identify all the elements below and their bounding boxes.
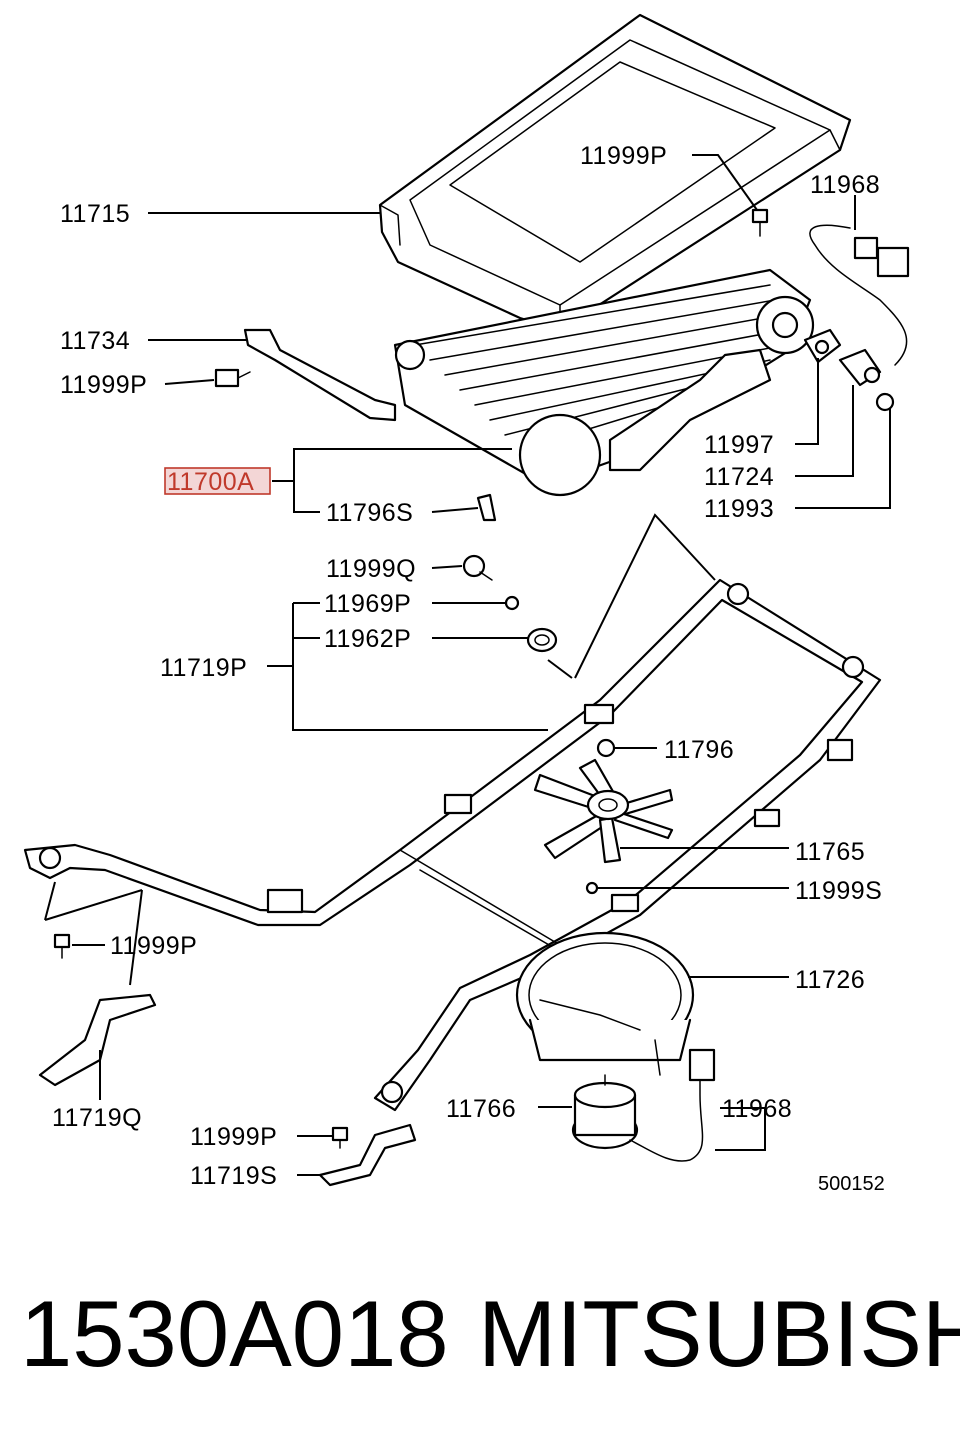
callout-11715: 11715 — [60, 200, 130, 228]
bolt-11999P-top — [751, 208, 769, 237]
callout-labels: 11999P 11968 11715 11734 11999P 11997 11… — [52, 142, 885, 1195]
shroud-11726 — [515, 931, 695, 1076]
callout-11719S: 11719S — [190, 1162, 277, 1190]
footer: 1530A018 MITSUBISHI — [20, 1281, 960, 1386]
callout-11734: 11734 — [60, 327, 130, 355]
callout-11999Q: 11999Q — [326, 555, 416, 583]
nut-11796 — [596, 738, 616, 758]
callout-11997: 11997 — [704, 431, 774, 459]
nut-11999Q — [462, 554, 493, 581]
screw-11999S — [585, 881, 599, 895]
callout-11969P: 11969P — [324, 590, 411, 618]
callout-11999P-bottom: 11999P — [190, 1123, 277, 1151]
callout-11999S: 11999S — [795, 877, 882, 905]
bolt-11999P-mid — [53, 933, 71, 959]
clip-11796S — [476, 493, 497, 522]
sensor-11724 — [838, 348, 882, 387]
diagram-number: 500152 — [818, 1173, 885, 1195]
leader-lines — [44, 154, 891, 1176]
highlight-box-11700A — [164, 467, 271, 495]
callout-11765: 11765 — [795, 838, 865, 866]
callout-11796S: 11796S — [326, 499, 413, 527]
heater-core-11700A — [393, 268, 815, 497]
callout-11962P: 11962P — [324, 625, 411, 653]
callout-11968-bottom: 11968 — [722, 1095, 792, 1123]
screw-11993 — [875, 392, 895, 412]
callout-11796: 11796 — [664, 736, 734, 764]
brand-name: MITSUBISHI — [478, 1281, 960, 1386]
bolt-11999P-left — [214, 368, 251, 388]
callout-11719P: 11719P — [160, 654, 247, 682]
bolt-11999P-bottom — [331, 1126, 349, 1149]
callout-11766: 11766 — [446, 1095, 516, 1123]
callout-11999P-left: 11999P — [60, 371, 147, 399]
grommet-11962P — [526, 627, 558, 653]
frame-11719P — [23, 578, 882, 1112]
callout-11999P-mid: 11999P — [110, 932, 197, 960]
harness-11968-top — [809, 224, 910, 366]
callout-11999P-top: 11999P — [580, 142, 667, 170]
callout-11993: 11993 — [704, 495, 774, 523]
gasket-11997 — [803, 328, 842, 364]
callout-11968-top: 11968 — [810, 171, 880, 199]
bracket-11719Q — [38, 993, 157, 1087]
callout-11726: 11726 — [795, 966, 865, 994]
harness-11968-bottom — [629, 1048, 716, 1162]
callout-11724: 11724 — [704, 463, 774, 491]
part-number: 1530A018 — [20, 1281, 449, 1386]
bracket-11734 — [243, 328, 397, 422]
callout-11700A[interactable]: 11700A — [167, 468, 254, 496]
plug-11969P — [504, 595, 520, 611]
fan-11765 — [533, 758, 674, 864]
callout-11719Q: 11719Q — [52, 1104, 142, 1132]
bracket-11719S — [318, 1123, 417, 1187]
motor-11766 — [571, 1074, 639, 1150]
